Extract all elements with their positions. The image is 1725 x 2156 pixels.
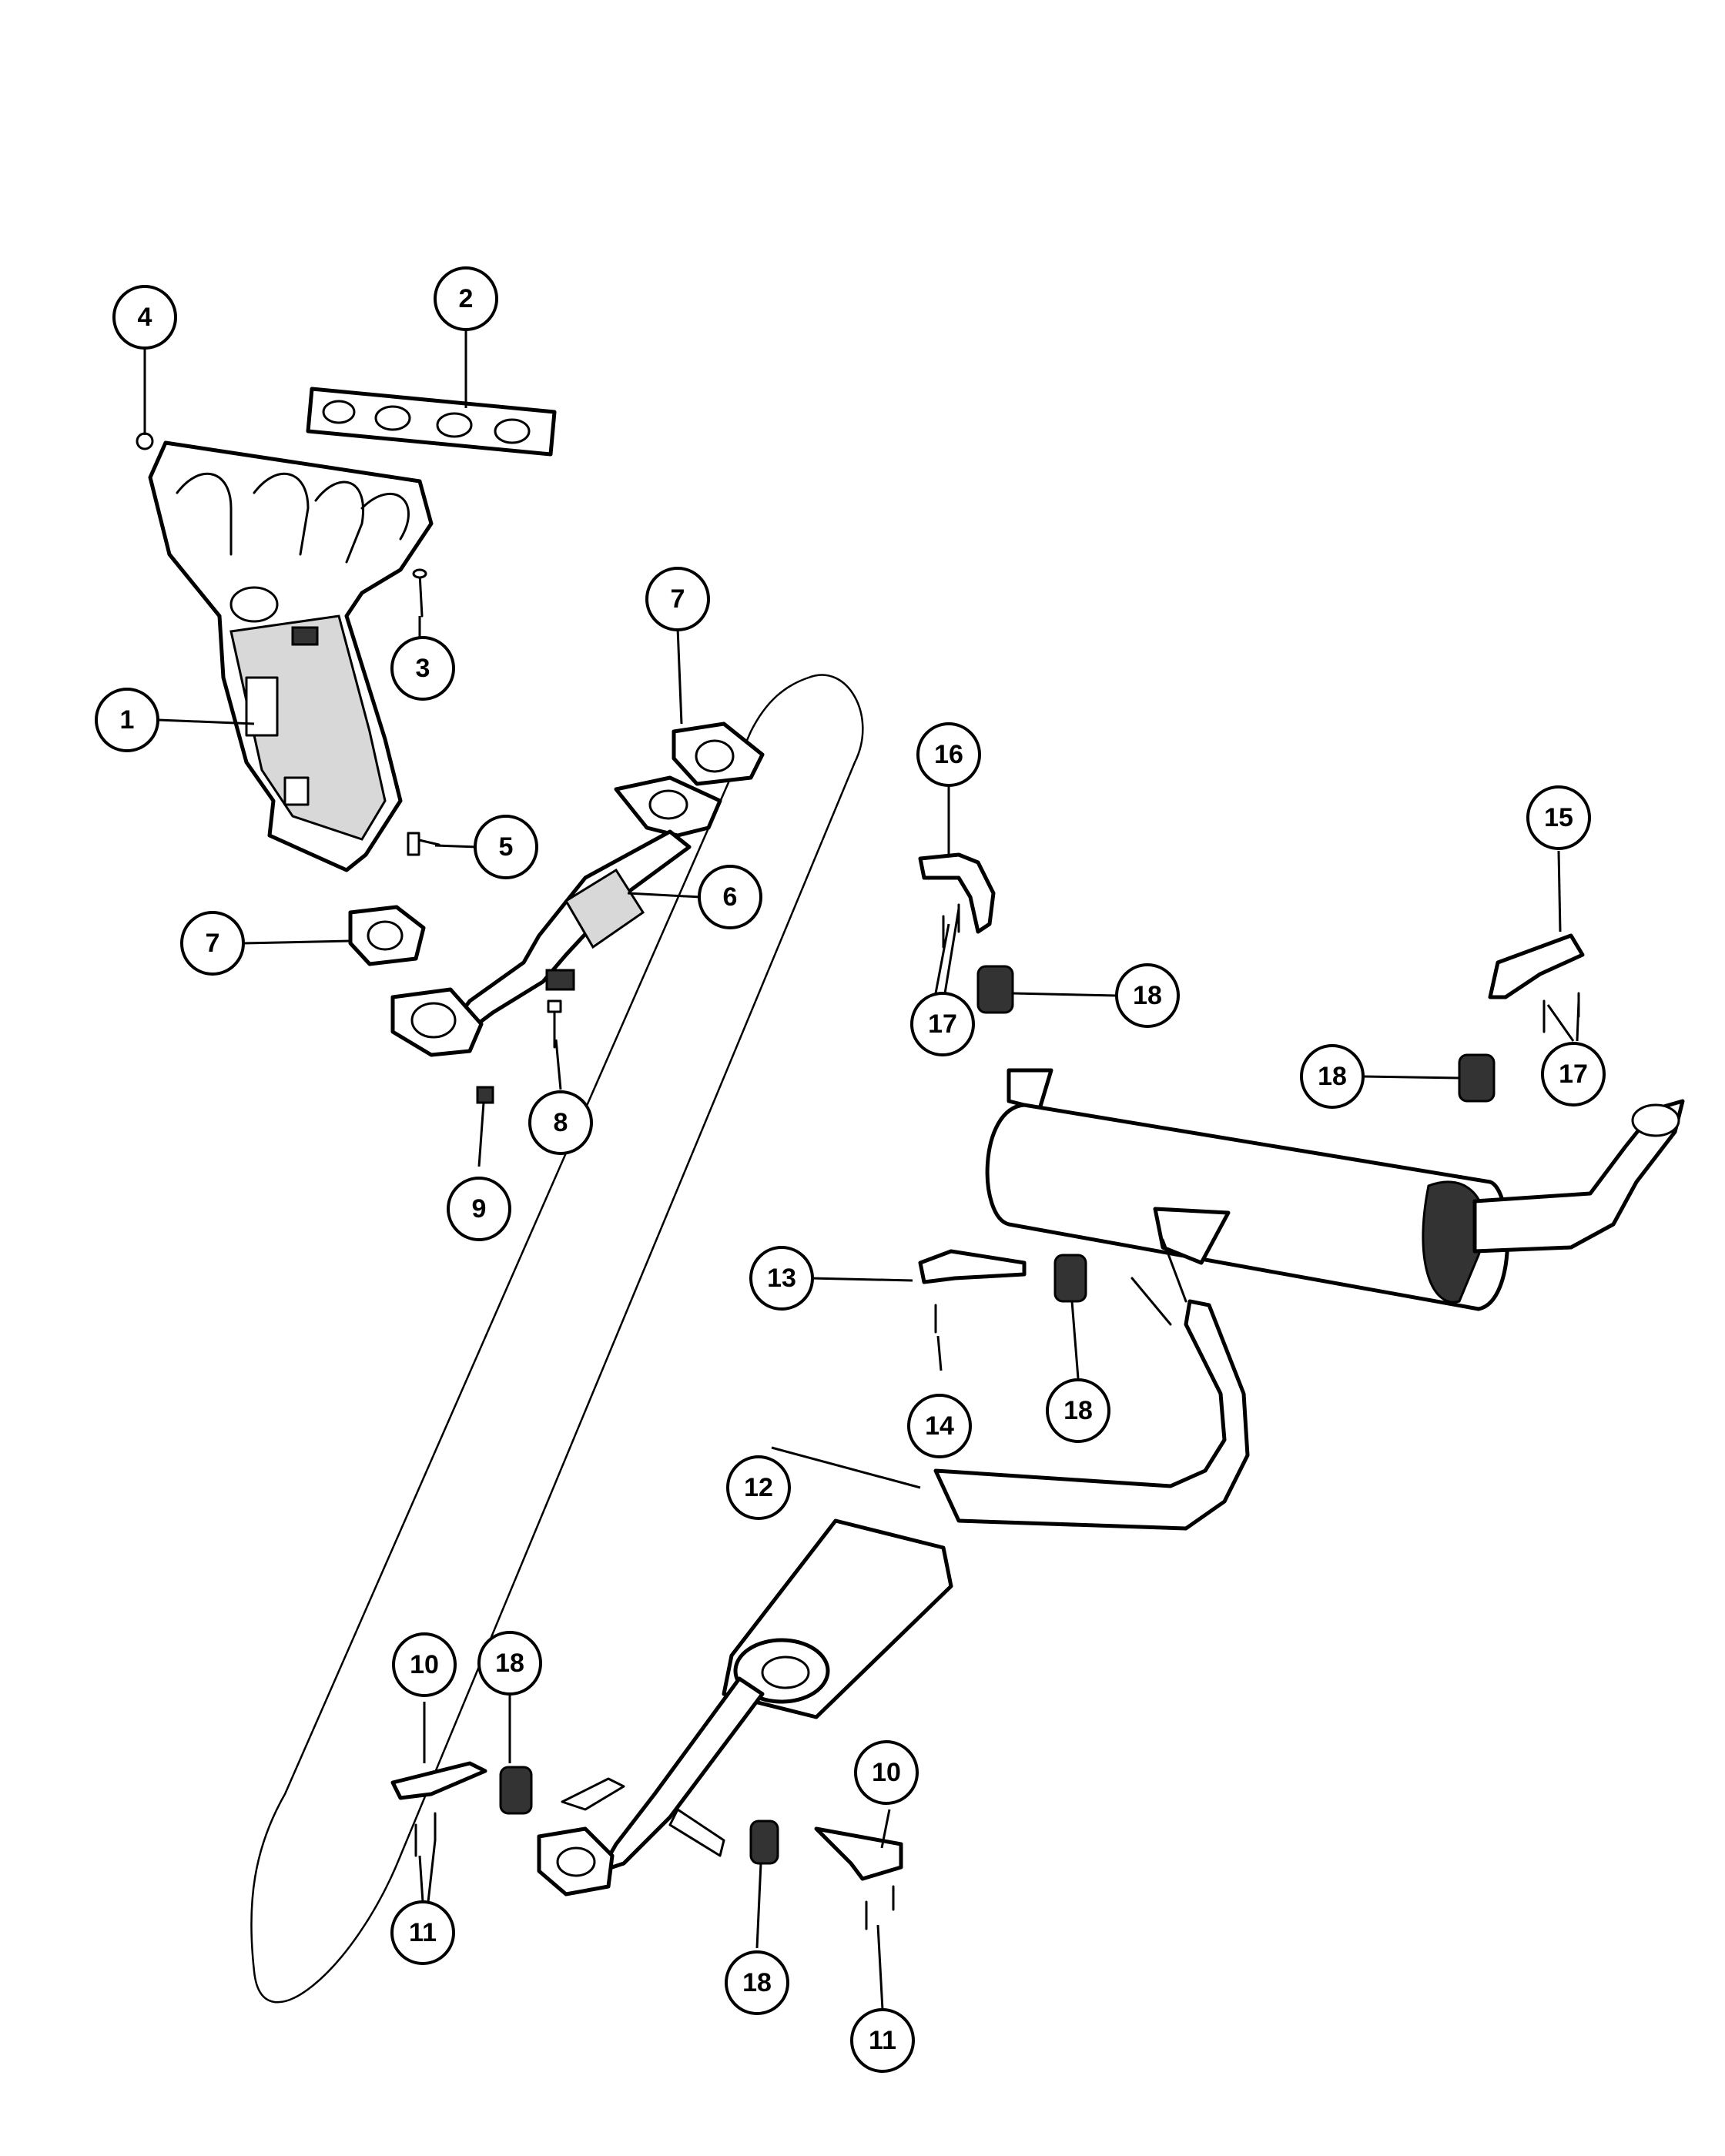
callout-16: 16 (916, 722, 981, 787)
callout-10-right-label: 10 (872, 1758, 901, 1787)
callout-2: 2 (434, 266, 498, 331)
callout-11-left: 11 (390, 1900, 455, 1965)
callout-18-e: 18 (725, 1950, 789, 2015)
callout-8-label: 8 (554, 1108, 568, 1137)
callout-18-e-label: 18 (742, 1968, 772, 1997)
stud (412, 568, 427, 618)
callout-9-label: 9 (472, 1194, 487, 1224)
callout-16-label: 16 (934, 740, 963, 769)
callout-14: 14 (907, 1394, 972, 1458)
callout-18-c-label: 18 (1063, 1396, 1093, 1425)
callout-11-right-label: 11 (869, 2026, 896, 2055)
exhaust-manifold-converter (148, 440, 434, 872)
bolts (414, 903, 1580, 1930)
callout-1-label: 1 (120, 705, 135, 735)
callout-18-d: 18 (477, 1631, 542, 1696)
front-pipe (390, 775, 722, 1057)
gasket-lower (348, 905, 426, 966)
callout-8: 8 (528, 1090, 593, 1155)
callout-4: 4 (112, 285, 177, 350)
nut (136, 432, 154, 450)
callout-5-label: 5 (499, 832, 514, 862)
callout-18-a-label: 18 (1133, 981, 1162, 1010)
callout-4-label: 4 (138, 303, 152, 332)
callout-6: 6 (698, 865, 762, 929)
callout-14-label: 14 (925, 1411, 954, 1441)
callout-17-left-label: 17 (928, 1009, 957, 1039)
callout-10-right: 10 (854, 1740, 919, 1805)
callout-12: 12 (726, 1455, 791, 1520)
callout-3: 3 (390, 636, 455, 701)
hanger-bracket-10-left (390, 1761, 487, 1800)
callout-10-left: 10 (392, 1632, 457, 1697)
callout-7-lower-label: 7 (206, 929, 220, 958)
callout-15-label: 15 (1544, 803, 1573, 832)
callout-13: 13 (749, 1246, 814, 1311)
callout-17-right: 17 (1541, 1042, 1606, 1106)
callout-11-right: 11 (850, 2008, 915, 2073)
callout-6-label: 6 (723, 882, 738, 912)
callout-18-a: 18 (1115, 963, 1180, 1028)
callout-7-lower: 7 (180, 911, 245, 976)
callout-17-right-label: 17 (1559, 1060, 1588, 1089)
isolator (499, 965, 1496, 1865)
callout-3-label: 3 (416, 654, 430, 683)
hanger-bracket-16 (918, 852, 996, 934)
callout-11-left-label: 11 (409, 1918, 437, 1947)
muffler-tailpipe (985, 1068, 1685, 1326)
hanger-bracket-13 (918, 1249, 1027, 1284)
callout-18-b: 18 (1300, 1044, 1365, 1109)
callout-10-left-label: 10 (410, 1650, 439, 1679)
group-outline (250, 674, 864, 2004)
hanger-bolt (547, 999, 562, 1049)
callout-9: 9 (447, 1177, 511, 1241)
callout-1: 1 (95, 688, 159, 752)
hanger-bracket-10-right (814, 1826, 903, 1881)
callout-18-b-label: 18 (1318, 1062, 1347, 1091)
callout-15: 15 (1526, 785, 1591, 850)
callout-18-c: 18 (1046, 1378, 1110, 1443)
callout-12-label: 12 (744, 1473, 773, 1502)
callout-13-label: 13 (767, 1264, 796, 1293)
callout-7-upper: 7 (645, 567, 710, 631)
bolt (407, 832, 440, 856)
gasket-upper (672, 721, 765, 786)
manifold-gasket (306, 387, 557, 457)
callout-2-label: 2 (459, 284, 474, 313)
callout-7-upper-label: 7 (671, 584, 685, 614)
callout-18-d-label: 18 (495, 1649, 524, 1678)
flange-nut (476, 1086, 494, 1104)
intermediate-pipe-resonator (537, 1299, 1250, 1897)
callout-5: 5 (474, 815, 538, 879)
hanger-bracket-15 (1488, 933, 1585, 999)
callout-17-left: 17 (910, 992, 975, 1056)
leader-lines (143, 327, 1580, 2010)
